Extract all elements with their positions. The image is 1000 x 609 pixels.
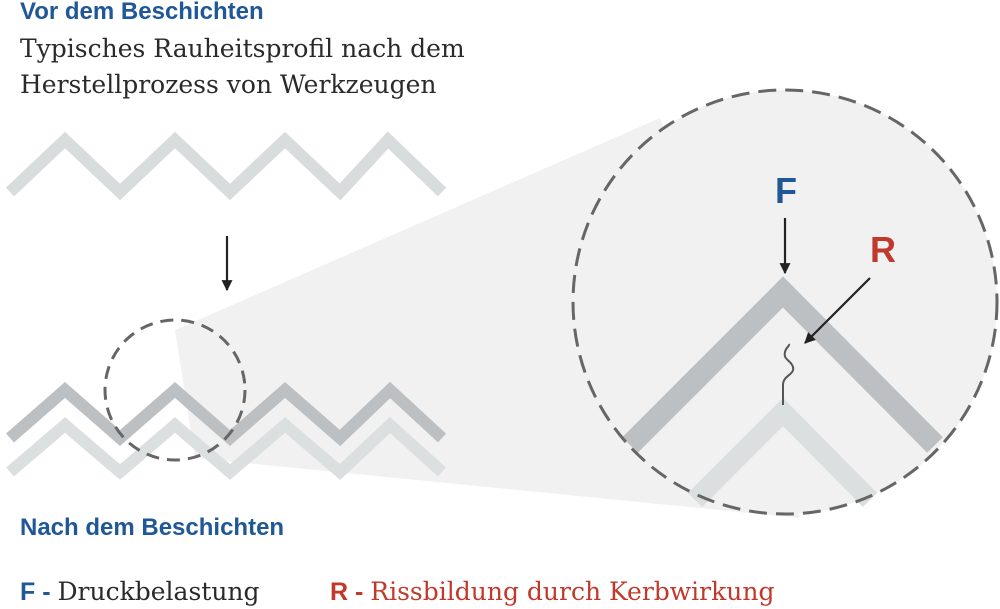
zoom-substrate-layer [687,397,878,508]
legend-force: F - Druckbelastung [20,577,260,607]
zoom-coating-layer [622,276,943,453]
legend-crack-text: Rissbildung durch Kerbwirkung [370,577,775,606]
roughness-profile-before [5,131,447,201]
roughness-profile-substrate [6,416,447,481]
crack-label: R [870,229,896,270]
coating-layer-profile [6,381,447,447]
legend-crack: R - Rissbildung durch Kerbwirkung [330,577,774,607]
magnifier-circle-outline [571,88,999,516]
legend-force-text: Druckbelastung [57,577,260,606]
crack-line [782,343,795,405]
before-description-line-2: Herstellprozess von Werkzeugen [20,70,437,99]
crack-arrow [804,277,871,344]
force-label: F [775,170,797,211]
before-title: Vor dem Beschichten [20,0,264,25]
zoom-area-circle [103,318,247,462]
before-description-line-1: Typisches Rauheitsprofil nach dem [20,34,465,63]
legend-force-key: F [20,578,36,606]
legend-crack-separator: - [348,578,371,606]
after-title: Nach dem Beschichten [20,514,285,541]
legend-crack-key: R [330,578,349,606]
legend-force-separator: - [35,578,58,606]
